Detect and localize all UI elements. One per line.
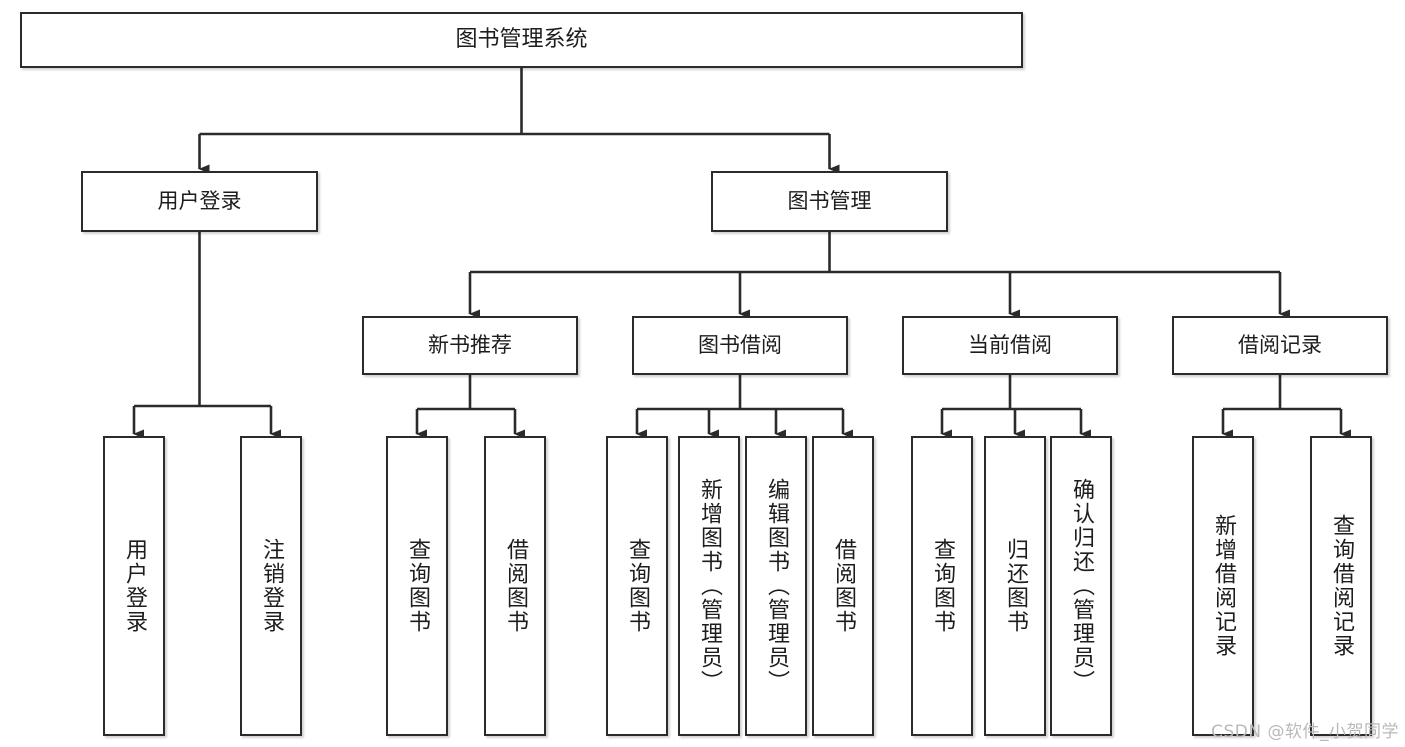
- node-box-leaf-edit-book-bb[interactable]: 编辑图书（管理员）: [745, 436, 807, 736]
- node-label-leaf-add-record-br: 新增借阅记录: [1211, 514, 1236, 658]
- node-label-user-login: 用户登录: [157, 189, 242, 214]
- node-label-leaf-query-book-bb: 查询图书: [625, 538, 650, 634]
- node-label-leaf-add-book-bb: 新增图书（管理员）: [697, 478, 722, 694]
- node-box-leaf-borrow-book-rec[interactable]: 借阅图书: [484, 436, 546, 736]
- node-box-leaf-confirm-return-cb[interactable]: 确认归还（管理员）: [1050, 436, 1112, 736]
- node-box-book-manage[interactable]: 图书管理: [711, 171, 948, 232]
- node-label-leaf-confirm-return-cb: 确认归还（管理员）: [1069, 478, 1094, 694]
- node-label-leaf-return-book-cb: 归还图书: [1003, 538, 1028, 634]
- node-label-leaf-query-book-cb: 查询图书: [930, 538, 955, 634]
- node-label-root: 图书管理系统: [455, 27, 588, 53]
- node-box-user-login[interactable]: 用户登录: [81, 171, 318, 232]
- node-box-borrow-record[interactable]: 借阅记录: [1172, 316, 1388, 375]
- node-box-leaf-borrow-book-bb[interactable]: 借阅图书: [812, 436, 874, 736]
- node-box-leaf-user-login[interactable]: 用户登录: [103, 436, 165, 736]
- node-label-leaf-user-logout: 注销登录: [259, 538, 284, 634]
- node-box-leaf-query-book-cb[interactable]: 查询图书: [911, 436, 973, 736]
- node-box-leaf-query-book-rec[interactable]: 查询图书: [386, 436, 448, 736]
- node-label-leaf-user-login: 用户登录: [122, 538, 147, 634]
- node-label-leaf-edit-book-bb: 编辑图书（管理员）: [764, 478, 789, 694]
- node-label-leaf-query-record-br: 查询借阅记录: [1329, 514, 1354, 658]
- node-label-book-manage: 图书管理: [787, 189, 872, 214]
- node-label-book-borrow: 图书借阅: [698, 333, 782, 358]
- node-box-current-borrow[interactable]: 当前借阅: [902, 316, 1118, 375]
- node-box-root[interactable]: 图书管理系统: [20, 12, 1023, 68]
- node-label-leaf-borrow-book-bb: 借阅图书: [831, 538, 856, 634]
- node-label-borrow-record: 借阅记录: [1238, 333, 1322, 358]
- node-label-new-book-recommend: 新书推荐: [428, 333, 512, 358]
- node-label-leaf-borrow-book-rec: 借阅图书: [503, 538, 528, 634]
- node-box-leaf-query-record-br[interactable]: 查询借阅记录: [1310, 436, 1372, 736]
- csdn-watermark: CSDN @软件_小贺同学: [1211, 722, 1399, 742]
- node-box-leaf-add-book-bb[interactable]: 新增图书（管理员）: [678, 436, 740, 736]
- node-box-leaf-add-record-br[interactable]: 新增借阅记录: [1192, 436, 1254, 736]
- node-box-leaf-return-book-cb[interactable]: 归还图书: [984, 436, 1046, 736]
- node-box-leaf-user-logout[interactable]: 注销登录: [240, 436, 302, 736]
- node-label-leaf-query-book-rec: 查询图书: [405, 538, 430, 634]
- node-box-book-borrow[interactable]: 图书借阅: [632, 316, 848, 375]
- node-label-current-borrow: 当前借阅: [968, 333, 1052, 358]
- node-box-leaf-query-book-bb[interactable]: 查询图书: [606, 436, 668, 736]
- node-box-new-book-recommend[interactable]: 新书推荐: [362, 316, 578, 375]
